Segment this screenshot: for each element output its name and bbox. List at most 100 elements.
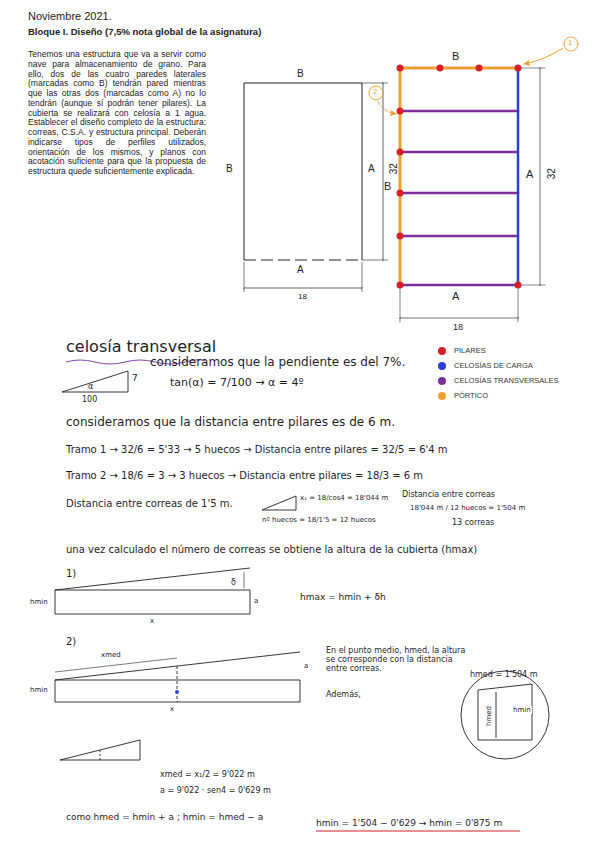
drawing-stroke	[244, 262, 362, 292]
drawing-stroke	[437, 65, 444, 72]
handwritten-note: Además,	[326, 690, 361, 699]
handwritten-note: hmed = 1'504 m	[470, 670, 538, 679]
handwritten-note: δ	[230, 578, 237, 587]
handwritten-note: a	[304, 662, 308, 670]
drawing-stroke	[397, 190, 404, 197]
drawing-stroke	[55, 590, 250, 614]
handwritten-note: consideramos que la distancia entre pila…	[66, 416, 395, 430]
legend-text: CELOSÍAS DE CARGA	[454, 361, 533, 370]
drawing-stroke	[515, 282, 522, 289]
legend-swatch	[438, 377, 446, 385]
drawing-stroke	[55, 360, 549, 831]
handwritten-note: 7	[132, 373, 138, 383]
drawing-stroke	[369, 37, 578, 322]
drawing-stroke	[362, 83, 388, 260]
legend-entry: PILARES	[438, 346, 486, 355]
handwritten-note: xmed = x₁/2 = 9'022 m	[160, 770, 255, 779]
drawing-stroke	[244, 83, 388, 292]
drawing-stroke	[397, 233, 404, 240]
drawing-stroke	[400, 318, 518, 319]
drawing-stroke	[55, 658, 177, 672]
legend-entry: PÓRTICO	[438, 391, 488, 400]
printed-label: Noviembre 2021.	[28, 10, 112, 23]
handwritten-note: una vez calculado el número de correas s…	[66, 544, 477, 556]
drawing-stroke	[383, 83, 384, 260]
handwritten-note: x	[150, 617, 154, 625]
legend-entry: CELOSÍAS TRANSVERSALES	[438, 376, 558, 385]
printed-label: 2	[373, 87, 377, 96]
handwritten-note: En el punto medio, hmed, la altura se co…	[326, 646, 466, 674]
printed-label: B	[452, 50, 459, 63]
drawing-stroke	[316, 830, 520, 831]
handwritten-note: hmin	[512, 706, 532, 714]
drawing-stroke	[400, 111, 518, 285]
handwritten-note: x	[170, 705, 174, 713]
drawing-stroke	[175, 690, 179, 694]
printed-label: 18	[297, 292, 308, 301]
drawing-stroke	[461, 671, 549, 759]
handwritten-note: hmin	[30, 598, 48, 606]
drawing-stroke	[262, 496, 296, 510]
drawing-stroke	[397, 149, 404, 156]
drawing-stroke	[177, 666, 178, 702]
drawing-stroke	[515, 65, 522, 72]
legend-swatch	[438, 392, 446, 400]
handwritten-note: x₁ = 18/cos4 = 18'044 m	[300, 494, 388, 502]
drawing-stroke	[400, 68, 518, 285]
printed-label: 1	[568, 38, 572, 47]
printed-label: A	[526, 168, 533, 181]
drawing-stroke	[244, 572, 245, 588]
printed-label: B	[226, 163, 233, 175]
handwritten-note: a	[254, 597, 258, 605]
handwritten-note: a = 9'022 · sen4 = 0'629 m	[160, 786, 271, 795]
legend-swatch	[438, 347, 446, 355]
handwritten-note: celosía transversal	[66, 338, 216, 356]
handwritten-note: hmed	[485, 705, 493, 727]
printed-label: 18	[452, 322, 464, 332]
drawing-stroke	[517, 68, 520, 285]
drawing-stroke	[397, 108, 404, 115]
handwritten-note: xmed	[100, 651, 122, 659]
handwritten-note: 100	[82, 395, 97, 404]
printed-label: Tenemos una estructura que va a servir c…	[28, 50, 206, 177]
drawing-stroke	[518, 68, 545, 285]
drawing-stroke	[55, 652, 300, 680]
handwritten-note: 13 correas	[452, 518, 494, 527]
handwritten-note: como hmed = hmin + a ; hmin = hmed − a	[66, 812, 263, 822]
handwritten-note: consideramos que la pendiente es del 7%.	[150, 356, 405, 370]
legend-entry: CELOSÍAS DE CARGA	[438, 361, 533, 370]
legend-text: PÓRTICO	[454, 391, 488, 400]
handwritten-note: hmin = 1'504 − 0'629 → hmin = 0'875 m	[316, 818, 502, 828]
drawing-stroke	[244, 83, 245, 260]
handwritten-note: Tramo 1 → 32/6 = 5'33 → 5 huecos → Dista…	[66, 444, 448, 456]
drawing-stroke	[400, 288, 518, 322]
handwritten-note: nº huecos = 18/1'5 = 12 huecos	[262, 516, 376, 524]
drawing-stroke	[397, 65, 522, 289]
drawing-stroke	[378, 102, 396, 114]
printed-label: A	[452, 290, 459, 303]
handwritten-note: tan(α) = 7/100 → α = 4º	[170, 377, 304, 390]
printed-label: B	[384, 180, 391, 193]
page-title: Bloque I. Diseño (7,5% nota global de la…	[28, 27, 261, 38]
drawing-stroke	[244, 260, 362, 261]
drawing-stroke	[62, 371, 128, 392]
drawing-stroke	[540, 68, 541, 285]
legend-swatch	[438, 362, 446, 370]
handwritten-note: hmax = hmin + δh	[300, 592, 386, 602]
handwritten-note: Tramo 2 → 18/6 = 3 → 3 huecos → Distanci…	[66, 470, 423, 482]
drawing-stroke	[244, 83, 362, 260]
handwritten-note: 2)	[66, 636, 76, 648]
handwritten-note: Distancia entre correas de 1'5 m.	[66, 498, 233, 510]
drawing-stroke	[564, 37, 578, 51]
printed-label: 32	[546, 167, 558, 180]
drawing-stroke	[55, 680, 300, 702]
printed-label: A	[297, 264, 304, 276]
drawing-stroke	[60, 740, 140, 760]
drawing-stroke	[100, 750, 101, 760]
drawing-stroke	[369, 86, 383, 100]
drawing-stroke	[244, 288, 362, 289]
legend-text: CELOSÍAS TRANSVERSALES	[454, 376, 558, 385]
drawing-stroke	[55, 568, 250, 590]
handwritten-note: α	[88, 382, 93, 391]
drawing-stroke	[476, 65, 483, 72]
